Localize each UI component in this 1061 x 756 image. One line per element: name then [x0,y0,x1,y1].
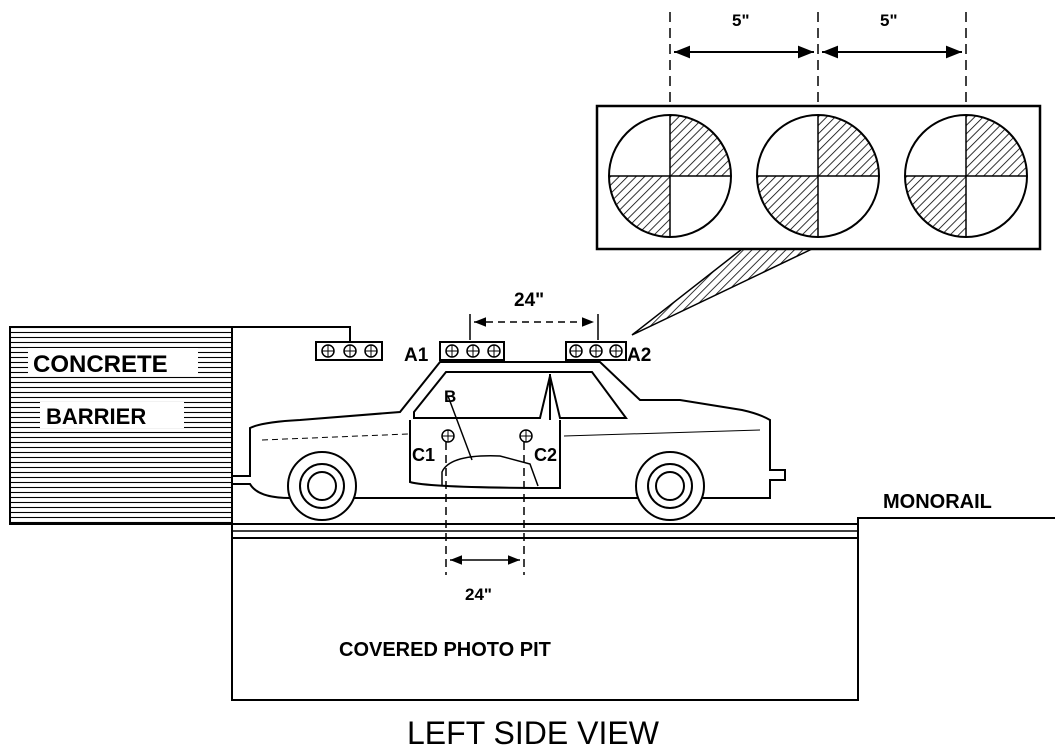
vehicle [231,361,786,521]
view-title: LEFT SIDE VIEW [407,715,660,751]
target-a1-label: A1 [404,345,429,366]
monorail-label: MONORAIL [883,491,992,513]
target-c1 [441,429,455,443]
target-detail-1 [608,114,732,238]
concrete-barrier [9,326,351,525]
rear-wheel [287,451,357,521]
roof-target-a0 [315,341,383,361]
roof-spacing-dimension [469,314,599,340]
roof-target-a2 [565,341,627,361]
photo-pit-label: COVERED PHOTO PIT [339,639,551,661]
callout-pointer [631,248,813,336]
covered-photo-pit [231,537,859,701]
door-spacing-dimension [445,442,525,575]
dim-label-24in-door: 24" [465,585,492,604]
target-c1-label: C1 [412,445,435,465]
target-detail-3 [904,114,1028,238]
target-c2-label: C2 [534,445,557,465]
concrete-label: CONCRETE [33,351,168,378]
dim-label-5in-left: 5" [732,11,750,30]
front-wheel [635,451,705,521]
dim-label-24in-roof: 24" [514,290,544,311]
barrier-label: BARRIER [46,404,146,429]
target-c2 [519,429,533,443]
enlarged-target-panel [595,104,1042,251]
target-a2-label: A2 [627,345,651,366]
dim-label-5in-right: 5" [880,11,898,30]
target-b-line [447,395,473,461]
target-b-label: B [444,387,456,406]
target-detail-2 [756,114,880,238]
roof-target-a1 [439,341,505,361]
